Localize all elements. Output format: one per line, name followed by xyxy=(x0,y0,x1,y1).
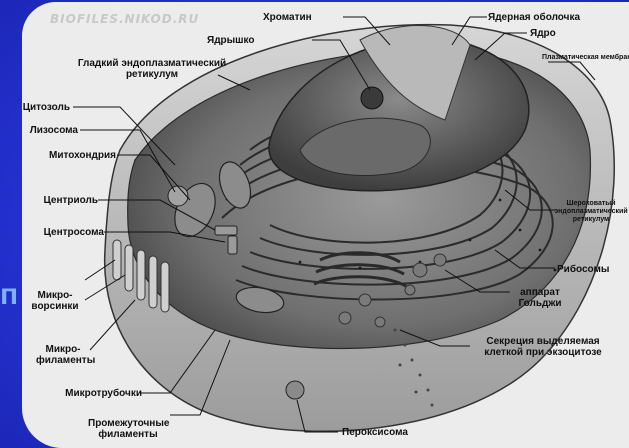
label-peroxisome: Пероксисома xyxy=(342,427,408,438)
label-microtubules: Микротрубочки xyxy=(30,388,142,399)
label-rough-er: Шероховатый эндоплазматический ретикулум xyxy=(552,200,629,224)
label-intermediate-filaments: Промежуточные филаменты xyxy=(88,418,168,440)
label-microvilli: Микро-ворсинки xyxy=(28,290,82,312)
label-centriole: Центриоль xyxy=(24,195,98,206)
label-cytosol: Цитозоль xyxy=(22,102,70,113)
label-ribosomes: Рибосомы xyxy=(557,264,609,275)
label-nucleus: Ядро xyxy=(530,28,556,39)
label-centrosome: Центросома xyxy=(24,227,104,238)
label-smooth-er: Гладкий эндоплазматический ретикулум xyxy=(72,58,232,80)
label-lysosome: Лизосома xyxy=(24,125,78,136)
label-nuclear-envelope: Ядерная оболочка xyxy=(488,12,580,23)
label-microfilaments: Микро-филаменты xyxy=(36,344,90,366)
label-chromatin: Хроматин xyxy=(263,12,312,23)
nucleolus xyxy=(361,87,383,109)
label-plasma-membrane: Плазматическая мембрана xyxy=(542,54,624,62)
label-golgi: аппарат Гольджи xyxy=(510,287,570,309)
label-secretion: Секреция выделяемая клеткой при экзоцито… xyxy=(468,336,618,358)
lysosome xyxy=(168,186,188,206)
label-nucleolus: Ядрышко xyxy=(207,35,255,46)
label-mitochondrion: Митохондрия xyxy=(24,150,116,161)
peroxisome xyxy=(286,381,304,399)
cell-diagram-panel: BIOFILES.NIKOD.RU xyxy=(22,2,629,448)
